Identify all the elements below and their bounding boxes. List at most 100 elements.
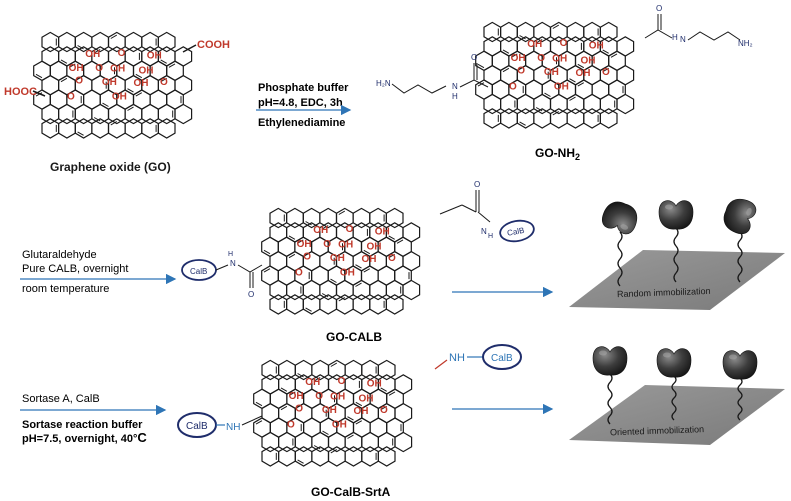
double-bond bbox=[297, 459, 304, 464]
epoxy-oxygen: O bbox=[118, 48, 126, 59]
hex-ring bbox=[566, 21, 585, 43]
epoxy-oxygen: O bbox=[287, 420, 295, 431]
hydroxyl-group: OH bbox=[353, 406, 368, 417]
double-bond bbox=[355, 264, 362, 269]
enzyme-body bbox=[722, 350, 758, 380]
double-bond bbox=[321, 293, 329, 298]
hex-ring bbox=[327, 431, 346, 453]
hydroxyl-group: OH bbox=[589, 40, 604, 51]
double-bond bbox=[330, 449, 338, 454]
double-bond bbox=[35, 73, 43, 79]
enzyme-oriented-1 bbox=[592, 346, 628, 425]
amine-h2n-label: H₂N bbox=[376, 79, 391, 88]
random-enzymes bbox=[601, 198, 757, 287]
hex-ring bbox=[157, 118, 176, 139]
svg-text:Oriented immobilization: Oriented immobilization bbox=[610, 424, 704, 437]
hydroxyl-group: OH bbox=[338, 239, 353, 250]
double-bond bbox=[288, 235, 296, 240]
hex-ring bbox=[549, 93, 568, 115]
double-bond bbox=[102, 102, 109, 107]
double-bond bbox=[289, 391, 296, 396]
amide-n-left: N bbox=[452, 82, 458, 91]
hex-ring bbox=[319, 294, 338, 315]
double-bond bbox=[577, 63, 585, 69]
double-bond bbox=[610, 53, 618, 58]
hydroxyl-group: OH bbox=[112, 92, 127, 103]
double-bond bbox=[602, 67, 609, 73]
svg-text:CalB: CalB bbox=[186, 421, 208, 432]
hex-ring bbox=[302, 279, 321, 301]
epoxy-oxygen: O bbox=[323, 239, 331, 250]
hydroxyl-group: OH bbox=[138, 66, 153, 77]
double-bond bbox=[69, 63, 76, 68]
condition-sortase-buffer: Sortase reaction buffer bbox=[22, 419, 143, 431]
hydroxyl-group: OH bbox=[305, 377, 320, 388]
double-bond bbox=[263, 249, 271, 255]
hex-ring bbox=[516, 93, 535, 115]
svg-text:CalB: CalB bbox=[190, 267, 207, 276]
epoxy-oxygen: O bbox=[75, 75, 83, 86]
double-bond bbox=[535, 39, 543, 44]
double-bond bbox=[110, 121, 118, 126]
epoxy-oxygen: O bbox=[380, 405, 388, 416]
hex-ring bbox=[344, 446, 363, 467]
svg-text:Random immobilization: Random immobilization bbox=[617, 286, 711, 299]
epoxy-oxygen: O bbox=[517, 65, 525, 76]
double-bond bbox=[77, 131, 84, 136]
hex-ring bbox=[91, 118, 110, 139]
double-bond bbox=[338, 297, 346, 302]
hex-ring bbox=[124, 31, 143, 53]
hex-ring bbox=[483, 93, 502, 115]
hydroxyl-group: OH bbox=[361, 254, 376, 265]
double-bond bbox=[93, 117, 101, 122]
cooh-group-top: COOH bbox=[197, 39, 230, 51]
hydroxyl-group: OH bbox=[133, 78, 148, 89]
hex-ring bbox=[616, 93, 635, 115]
hydroxyl-group: OH bbox=[322, 405, 337, 416]
epoxy-oxygen: O bbox=[388, 253, 396, 264]
hex-ring bbox=[74, 103, 93, 125]
epoxy-oxygen: O bbox=[509, 82, 517, 93]
double-bond bbox=[388, 253, 395, 259]
hex-ring bbox=[599, 21, 618, 43]
epoxy-oxygen: O bbox=[160, 77, 168, 88]
double-bond bbox=[168, 63, 176, 68]
double-bond bbox=[313, 377, 321, 382]
enzyme-random-3 bbox=[723, 198, 757, 283]
double-bond bbox=[502, 67, 510, 73]
epoxy-oxygen: O bbox=[295, 268, 303, 279]
calb-enzyme-left: CalB bbox=[181, 259, 217, 281]
double-bond bbox=[297, 239, 304, 244]
calb-enzyme-srta-right: NH CalB bbox=[434, 344, 522, 370]
calb-linker-right: O N H bbox=[439, 180, 493, 240]
condition-ethylenediamine: Ethylenediamine bbox=[258, 117, 345, 129]
double-bond bbox=[477, 63, 485, 69]
double-bond bbox=[363, 249, 371, 255]
condition-pure-calb: Pure CALB, overnight bbox=[22, 263, 128, 275]
hex-ring bbox=[107, 103, 126, 125]
epoxy-oxygen: O bbox=[95, 63, 103, 74]
double-bond bbox=[330, 362, 338, 367]
svg-text:NH: NH bbox=[449, 352, 465, 364]
hex-ring bbox=[377, 359, 396, 381]
double-bond bbox=[535, 107, 543, 112]
double-bond bbox=[322, 430, 329, 435]
hex-ring bbox=[286, 207, 304, 229]
double-bond bbox=[396, 239, 404, 244]
hex-ring bbox=[41, 103, 60, 125]
hydroxyl-group: OH bbox=[102, 77, 117, 88]
double-bond bbox=[363, 268, 371, 273]
hex-ring bbox=[124, 118, 143, 139]
hex-ring bbox=[174, 103, 193, 125]
go-nh2-label: GO-NH2 bbox=[535, 146, 580, 162]
hydroxyl-group: OH bbox=[85, 49, 100, 60]
double-bond bbox=[544, 92, 551, 97]
ethylenediamine-chain-right: O H N NH₂ bbox=[644, 4, 753, 48]
amide-n-right: N bbox=[680, 35, 686, 44]
double-bond bbox=[60, 77, 68, 83]
double-bond bbox=[569, 78, 576, 83]
condition-ph-temperature: pH=7.5, overnight, 40°C bbox=[22, 430, 147, 445]
